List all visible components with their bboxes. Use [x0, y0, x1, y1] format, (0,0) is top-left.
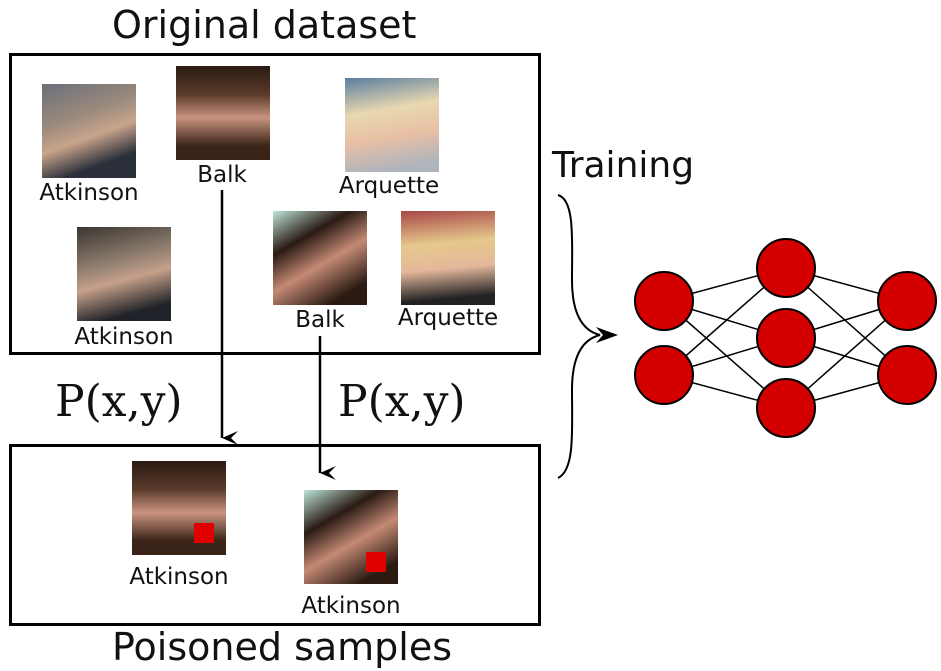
neuron-layer3-1 — [877, 271, 937, 331]
caption-arquette-1: Arquette — [338, 173, 440, 199]
face-photo-balk-2 — [273, 211, 367, 305]
brace-arrow-head — [596, 327, 618, 343]
neuron-layer2-1 — [756, 238, 816, 298]
training-label: Training — [552, 145, 695, 186]
caption-balk-2: Balk — [295, 307, 345, 333]
face-photo-atkinson-1 — [42, 84, 136, 178]
neuron-layer1-2 — [634, 345, 694, 405]
original-dataset-panel — [9, 53, 541, 355]
face-photo-atkinson-2 — [77, 227, 171, 321]
poisoned-samples-panel — [9, 444, 541, 626]
transform-label-left: P(x,y) — [55, 376, 183, 427]
caption-atkinson-2: Atkinson — [74, 324, 174, 350]
face-photo-poisoned-2 — [304, 490, 398, 584]
neuron-layer2-3 — [756, 378, 816, 438]
transform-label-right: P(x,y) — [338, 376, 466, 427]
original-dataset-title: Original dataset — [112, 3, 417, 47]
caption-poisoned-1: Atkinson — [129, 564, 229, 590]
neuron-layer2-2 — [756, 308, 816, 368]
caption-poisoned-2: Atkinson — [301, 593, 401, 619]
poison-trigger-patch — [366, 552, 386, 572]
neural-network — [634, 238, 937, 438]
poisoned-samples-title: Poisoned samples — [112, 625, 453, 669]
caption-balk-1: Balk — [197, 162, 247, 188]
caption-atkinson-1: Atkinson — [39, 180, 139, 206]
face-photo-balk-1 — [176, 66, 270, 160]
face-photo-poisoned-1 — [132, 461, 226, 555]
poison-trigger-patch — [194, 523, 214, 543]
neuron-layer1-1 — [634, 271, 694, 331]
caption-arquette-2: Arquette — [397, 305, 499, 331]
training-brace — [557, 194, 601, 479]
face-photo-arquette-1 — [345, 78, 439, 172]
face-photo-arquette-2 — [401, 211, 495, 305]
neuron-layer3-2 — [877, 345, 937, 405]
